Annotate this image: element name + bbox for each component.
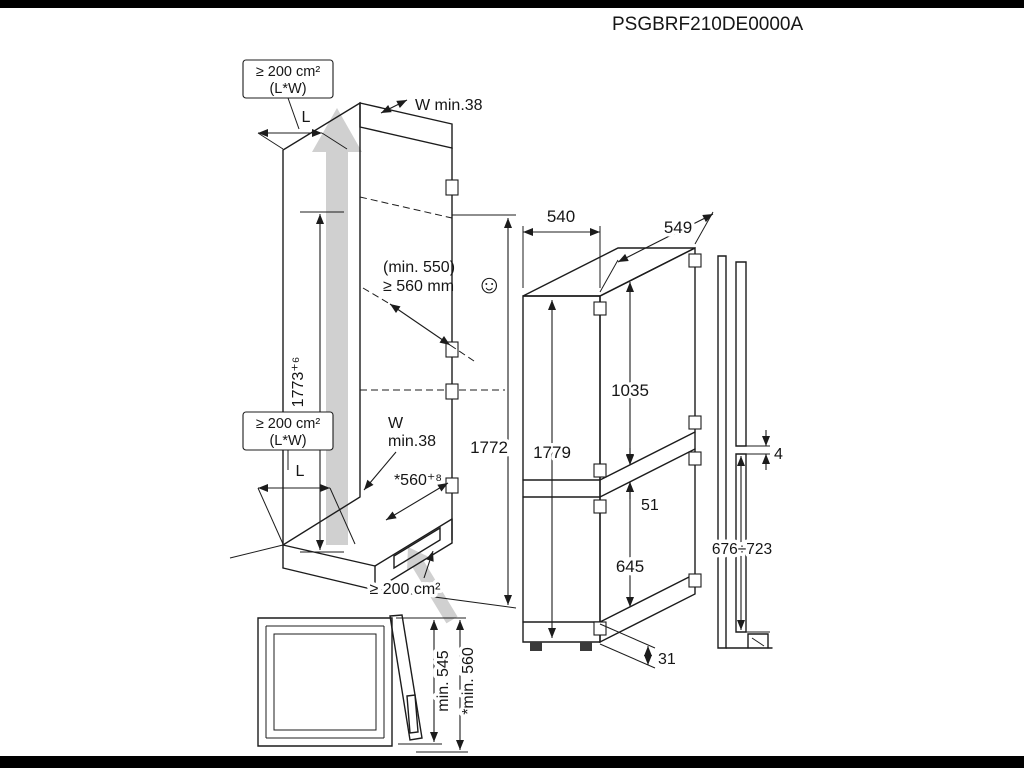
dim-appliance-width: 540 [522,207,601,288]
vent-bottom-label: ≥ 200 cm² [369,581,441,598]
dim-appliance-depth-label: 549 [664,218,692,237]
dim-niche-height-label: 1773⁺⁶ [290,357,307,408]
dim-w-min-mid: W min.38 [363,415,436,491]
dim-plinth-height: 31 [599,623,679,672]
dim-interior-height: 1772 [467,218,512,605]
dim-depth-rec-label: *min. 560 [460,647,477,715]
dim-w-mid-label2: min.38 [388,433,436,450]
smiley-icon: ☺ [476,269,503,299]
dim-l-top: L [257,109,348,150]
dim-plinth-depth-label: *560⁺⁸ [394,472,442,489]
side-profile-outline [717,255,773,649]
dim-door-gap-label: 4 [774,446,783,463]
vent-area-mid-label: ≥ 200 cm² (L*W) [242,411,334,470]
dim-door-height-range: 676÷723 [708,456,776,630]
dim-freezer-height: 645 [612,482,648,607]
vent-mid-line1: ≥ 200 cm² [256,416,321,432]
vent-mid-line2: (L*W) [269,433,306,449]
dim-fridge-height: 1035 [608,282,652,464]
dim-w-min-top-label: W min.38 [415,97,483,114]
vent-area-bottom-label: ≥ 200 cm² [366,550,445,602]
appliance-hinges [593,253,702,636]
dim-w-mid-label1: W [388,415,404,432]
dim-door-gap: 4 [746,430,783,470]
vent-top-line1: ≥ 200 cm² [256,64,321,80]
vent-area-top-label: ≥ 200 cm² (L*W) [242,59,334,130]
appliance-outline [522,246,696,651]
hinge-marks [445,179,459,494]
airflow-arrow-up-icon [312,108,362,545]
niche-depth-rec-label: ≥ 560 mm [383,278,454,295]
top-view-outline [257,614,423,747]
dim-interior-height-label: 1772 [470,438,508,457]
dim-depth-min-label: min. 545 [435,650,452,711]
airflow-arrow-bottom-icon [407,547,458,624]
dim-appliance-depth: 549 [599,211,714,293]
open-door [389,614,423,741]
dim-l-top-label: L [302,109,311,126]
dim-l-bottom-label: L [296,463,305,480]
dim-total-height: 1779 [530,300,574,638]
dim-freezer-height-label: 645 [616,557,644,576]
dim-gap-label: 51 [641,497,659,514]
niche-outline [229,101,517,609]
letterbox-bottom [0,756,1024,768]
dim-door-height-range-label: 676÷723 [712,541,772,558]
dim-niche-depth: (min. 550) ≥ 560 mm ☺ [362,259,503,362]
dim-appliance-width-label: 540 [547,207,575,226]
door-handle [406,694,419,734]
dim-plinth-height-label: 31 [658,651,676,668]
dim-top-view-depths: min. 545 *min. 560 [396,617,481,753]
dim-niche-height: 1773⁺⁶ [287,211,344,553]
dim-l-bottom: L [257,463,356,545]
dim-total-height-label: 1779 [533,443,571,462]
niche-depth-min-label: (min. 550) [383,259,455,276]
dim-fridge-height-label: 1035 [611,381,649,400]
dim-w-min-top: W min.38 [380,97,483,114]
letterbox-top [0,0,1024,8]
model-number: PSGBRF210DE0000A [612,14,803,35]
dim-plinth-depth: *560⁺⁸ [385,469,449,521]
vent-top-line2: (L*W) [269,81,306,97]
